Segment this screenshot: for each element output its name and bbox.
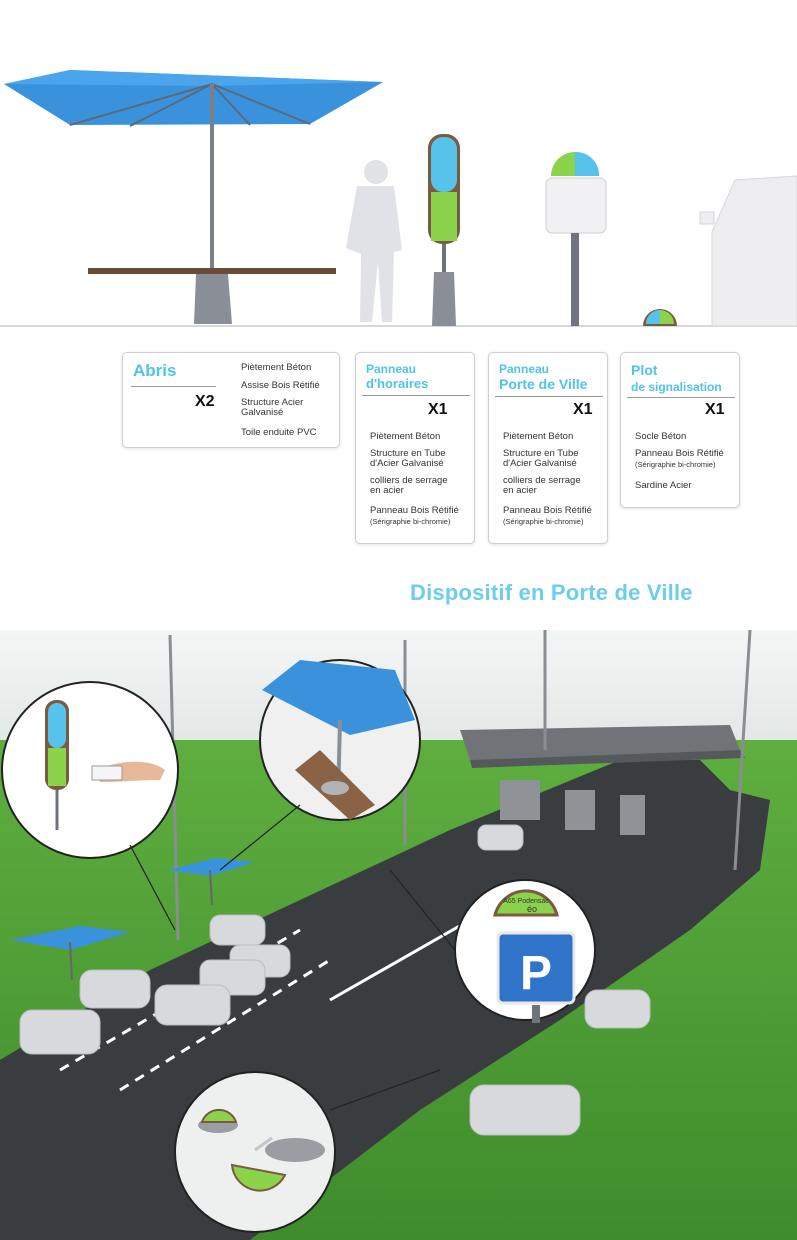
card-title: Panneau [499, 362, 550, 376]
card-title: d'horaires [366, 376, 429, 391]
card-divider [495, 396, 603, 397]
road-marking [329, 918, 471, 1002]
quantity-label: X1 [428, 401, 448, 418]
spec-item: Structure Acier Galvanisé [241, 397, 304, 419]
timetable-panel-illustration [428, 134, 460, 326]
parked-cars [19, 824, 651, 1136]
zoom-circle-parking-sign: A65 Podensac éo P [454, 879, 596, 1023]
spec-item: colliers de serrage en acier [503, 475, 581, 497]
sign-line2: éo [527, 904, 537, 914]
gateway-scene-render: A65 Podensac éo P [0, 630, 797, 1240]
spec-item: Sardine Acier [635, 480, 692, 491]
spec-item: Socle Béton [635, 431, 687, 442]
spec-item: Panneau Bois Rétifié [370, 505, 459, 516]
zoom-circle-timetable [1, 681, 179, 859]
card-title: Panneau [366, 362, 417, 376]
card-gateway-panel: Panneau Porte de Ville X1 Piètement Béto… [488, 352, 608, 544]
spec-item: Piètement Béton [503, 431, 574, 442]
card-abris: Abris X2 Piètement Béton Assise Bois Rét… [122, 352, 340, 448]
marker-plot-illustration [643, 309, 677, 326]
spec-item: Assise Bois Rétifié [241, 380, 320, 391]
card-title: Plot [631, 362, 658, 378]
shelter-umbrella-illustration [4, 70, 383, 324]
quantity-label: X1 [705, 401, 725, 418]
spec-item: colliers de serrage en acier [370, 475, 448, 497]
toll-station [460, 725, 745, 835]
card-marker-plot: Plot de signalisation X1 Socle Béton Pan… [620, 352, 740, 508]
spec-item: Structure en Tube d'Acier Galvanisé [370, 448, 446, 470]
spec-item: Panneau Bois Rétifié [635, 448, 724, 459]
card-timetable-panel: Panneau d'horaires X1 Piètement Béton St… [355, 352, 475, 544]
card-title: de signalisation [631, 380, 722, 394]
spec-note: (Sérigraphie bi-chromie) [503, 517, 584, 526]
quantity-label: X2 [195, 393, 215, 410]
spec-item: Piètement Béton [370, 431, 441, 442]
zoom-circle-umbrella [259, 659, 421, 821]
product-illustration [0, 70, 797, 327]
card-title: Porte de Ville [499, 376, 588, 392]
card-divider [362, 395, 470, 396]
section-title: Dispositif en Porte de Ville [410, 580, 693, 605]
spec-item: Toile enduite PVC [241, 427, 317, 438]
spec-item: Panneau Bois Rétifié [503, 505, 592, 516]
shelter-canopies [10, 858, 255, 981]
zoom-circle-marker-plot [174, 1071, 336, 1233]
gateway-sign-illustration [545, 151, 607, 326]
card-title: Abris [133, 361, 177, 380]
person-silhouette [346, 160, 402, 322]
sign-line1: A65 Podensac [503, 898, 549, 905]
spec-item: Piètement Béton [241, 362, 312, 373]
road-marking [59, 928, 331, 1092]
spec-note: (Sérigraphie bi-chromie) [635, 460, 716, 469]
callout-lines [129, 804, 456, 1111]
spec-note: (Sérigraphie bi-chromie) [370, 517, 451, 526]
quantity-label: X1 [573, 401, 593, 418]
card-divider [131, 386, 216, 387]
car-silhouette [699, 175, 797, 327]
card-divider [627, 397, 735, 398]
spec-item: Structure en Tube d'Acier Galvanisé [503, 448, 579, 470]
parking-letter: P [520, 947, 552, 1000]
